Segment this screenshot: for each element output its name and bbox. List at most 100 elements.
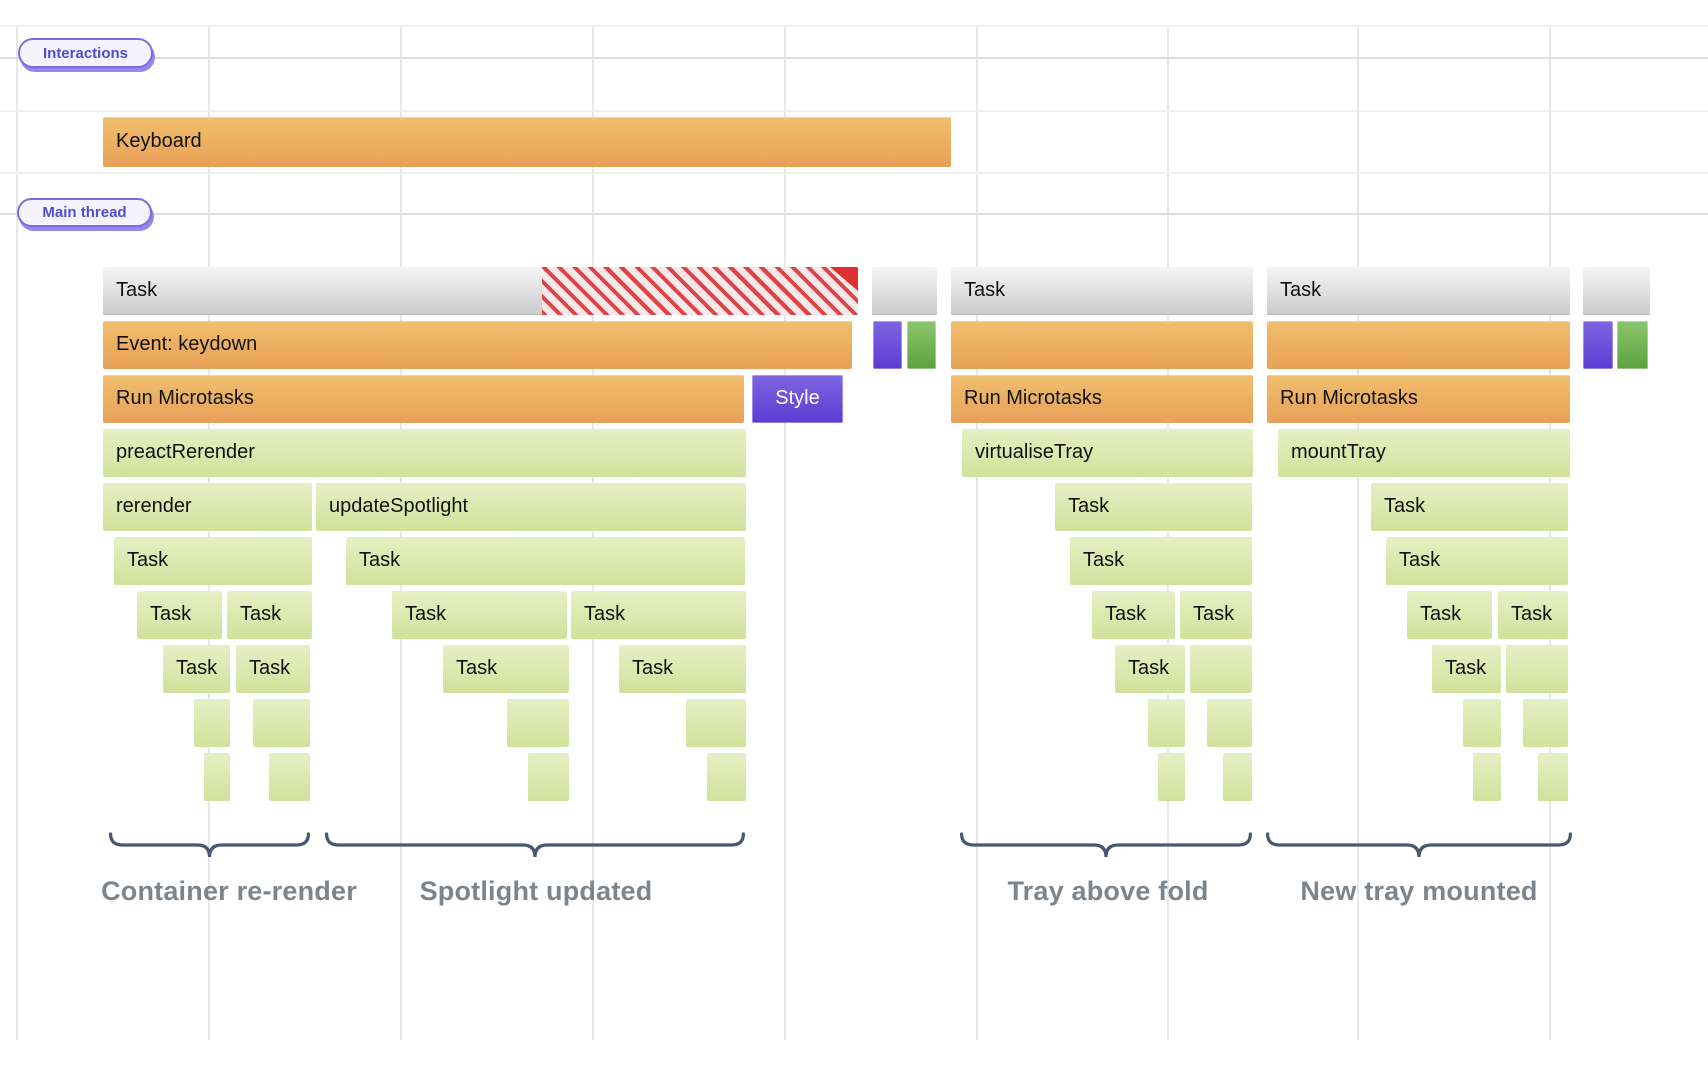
- flame-bar-task[interactable]: Task: [1386, 537, 1568, 585]
- flame-bar-task[interactable]: [707, 753, 746, 801]
- flame-bar-task-long[interactable]: Task: [103, 267, 858, 315]
- flame-bar-task[interactable]: [1538, 753, 1568, 801]
- flame-bar-task-label: Task: [359, 549, 401, 571]
- interaction-keyboard-bar[interactable]: Keyboard: [103, 117, 951, 167]
- flame-bar-task[interactable]: Task: [1070, 537, 1252, 585]
- flame-bar-task[interactable]: Task: [1432, 645, 1501, 693]
- flame-bar-task[interactable]: [1473, 753, 1501, 801]
- flame-bar-event-2[interactable]: [951, 321, 1253, 369]
- flame-bar-task[interactable]: Task: [137, 591, 222, 639]
- flame-bar-updatespotlight-label: updateSpotlight: [329, 495, 469, 517]
- flame-bar-task[interactable]: [1223, 753, 1252, 801]
- flame-bar-task[interactable]: Task: [1498, 591, 1568, 639]
- flame-bar-task-small[interactable]: [872, 267, 937, 315]
- flame-bar-task-label: Task: [1128, 657, 1170, 679]
- flame-bar-task-label: Task: [1399, 549, 1441, 571]
- flame-bar-run-microtasks-3[interactable]: Run Microtasks: [1267, 375, 1570, 423]
- flame-bar-run-microtasks-label: Run Microtasks: [116, 387, 254, 409]
- flame-bar-style[interactable]: Style: [752, 375, 843, 423]
- flame-bar-run-microtasks-3-label: Run Microtasks: [1280, 387, 1418, 409]
- flame-bar-rerender-label: rerender: [116, 495, 192, 517]
- flame-bar-task-label: Task: [127, 549, 169, 571]
- flame-bar-virtualisetray[interactable]: virtualiseTray: [962, 429, 1253, 477]
- flame-bar-task-3-label: Task: [1280, 279, 1322, 301]
- flame-bar-task[interactable]: [269, 753, 310, 801]
- flame-bar-mounttray-label: mountTray: [1291, 441, 1386, 463]
- flame-bar-task[interactable]: [1158, 753, 1185, 801]
- flame-bar-task[interactable]: [1523, 699, 1568, 747]
- flame-bar-rerender[interactable]: rerender: [103, 483, 312, 531]
- flame-bar-preactrerender-label: preactRerender: [116, 441, 255, 463]
- flame-bar-task[interactable]: [507, 699, 569, 747]
- flame-bar-task-label: Task: [456, 657, 498, 679]
- grid-horizontal-line: [0, 172, 1708, 174]
- flame-bar-task-label: Task: [176, 657, 218, 679]
- flame-bar-task[interactable]: Task: [346, 537, 745, 585]
- flame-bar-run-microtasks-2[interactable]: Run Microtasks: [951, 375, 1253, 423]
- flame-bar-task[interactable]: Task: [236, 645, 310, 693]
- flame-bar-task-3[interactable]: Task: [1267, 267, 1570, 315]
- flame-bar-task[interactable]: [204, 753, 230, 801]
- flame-bar-task[interactable]: [1190, 645, 1252, 693]
- flame-bar-style-label: Style: [775, 387, 820, 409]
- flame-bar-task[interactable]: Task: [1407, 591, 1492, 639]
- flame-bar-task[interactable]: [1506, 645, 1568, 693]
- annotation-label: Tray above fold: [1007, 876, 1209, 906]
- flame-bar-task[interactable]: [1463, 699, 1501, 747]
- flame-bar-task-long-label: Task: [116, 279, 158, 301]
- grid-vertical-line: [784, 25, 786, 1040]
- annotation-brace: [1266, 832, 1572, 858]
- annotation-label: New tray mounted: [1300, 876, 1538, 906]
- flame-bar-task[interactable]: Task: [114, 537, 312, 585]
- flame-bar-task[interactable]: Task: [1371, 483, 1568, 531]
- grid-vertical-line: [16, 25, 18, 1040]
- flame-bar-event-keydown[interactable]: Event: keydown: [103, 321, 852, 369]
- track-pill-interactions-label: Interactions: [42, 44, 129, 62]
- flame-bar-task-label: Task: [1384, 495, 1426, 517]
- flame-bar-task-label: Task: [1068, 495, 1110, 517]
- flame-bar-task[interactable]: Task: [443, 645, 569, 693]
- grid-horizontal-line: [0, 25, 1708, 27]
- flame-bar-task[interactable]: Task: [1115, 645, 1185, 693]
- flame-bar-task-label: Task: [584, 603, 626, 625]
- flame-bar-style-small-2[interactable]: [1583, 321, 1613, 369]
- flame-bar-event-3[interactable]: [1267, 321, 1570, 369]
- long-task-red-corner: [830, 267, 858, 291]
- flame-bar-task[interactable]: Task: [392, 591, 567, 639]
- annotation-label: Container re-render: [101, 876, 357, 906]
- flame-bar-style-small[interactable]: [873, 321, 902, 369]
- flame-bar-task[interactable]: Task: [1055, 483, 1252, 531]
- flame-bar-task-small-2[interactable]: [1583, 267, 1650, 315]
- flame-bar-paint-small[interactable]: [907, 321, 936, 369]
- flame-bar-task-label: Task: [150, 603, 192, 625]
- flame-bar-task-2[interactable]: Task: [951, 267, 1253, 315]
- flame-bar-preactrerender[interactable]: preactRerender: [103, 429, 746, 477]
- flame-bar-task[interactable]: Task: [1180, 591, 1252, 639]
- flame-bar-task[interactable]: Task: [227, 591, 312, 639]
- flame-bar-task[interactable]: Task: [163, 645, 230, 693]
- flame-bar-task[interactable]: [528, 753, 569, 801]
- flame-bar-task[interactable]: [1148, 699, 1185, 747]
- long-task-hatch-overlay: [542, 267, 858, 315]
- flame-bar-task[interactable]: [1207, 699, 1252, 747]
- flame-bar-task-2-label: Task: [964, 279, 1006, 301]
- grid-horizontal-line: [0, 57, 1708, 59]
- flame-bar-run-microtasks[interactable]: Run Microtasks: [103, 375, 744, 423]
- flame-bar-task[interactable]: Task: [1092, 591, 1175, 639]
- annotation-brace: [109, 832, 310, 858]
- flame-bar-paint-small-2[interactable]: [1617, 321, 1648, 369]
- grid-horizontal-line: [0, 110, 1708, 112]
- flame-bar-updatespotlight[interactable]: updateSpotlight: [316, 483, 746, 531]
- flame-bar-task[interactable]: [253, 699, 310, 747]
- track-pill-main-thread[interactable]: Main thread: [17, 198, 152, 227]
- flame-bar-task[interactable]: Task: [571, 591, 746, 639]
- flame-bar-task-label: Task: [240, 603, 282, 625]
- flame-bar-task[interactable]: Task: [619, 645, 746, 693]
- flame-bar-task-label: Task: [249, 657, 291, 679]
- flame-bar-mounttray[interactable]: mountTray: [1278, 429, 1570, 477]
- flame-bar-event-keydown-label: Event: keydown: [116, 333, 258, 355]
- flame-bar-task[interactable]: [194, 699, 230, 747]
- track-pill-interactions[interactable]: Interactions: [18, 38, 153, 68]
- flame-bar-task-label: Task: [1445, 657, 1487, 679]
- flame-bar-task[interactable]: [686, 699, 746, 747]
